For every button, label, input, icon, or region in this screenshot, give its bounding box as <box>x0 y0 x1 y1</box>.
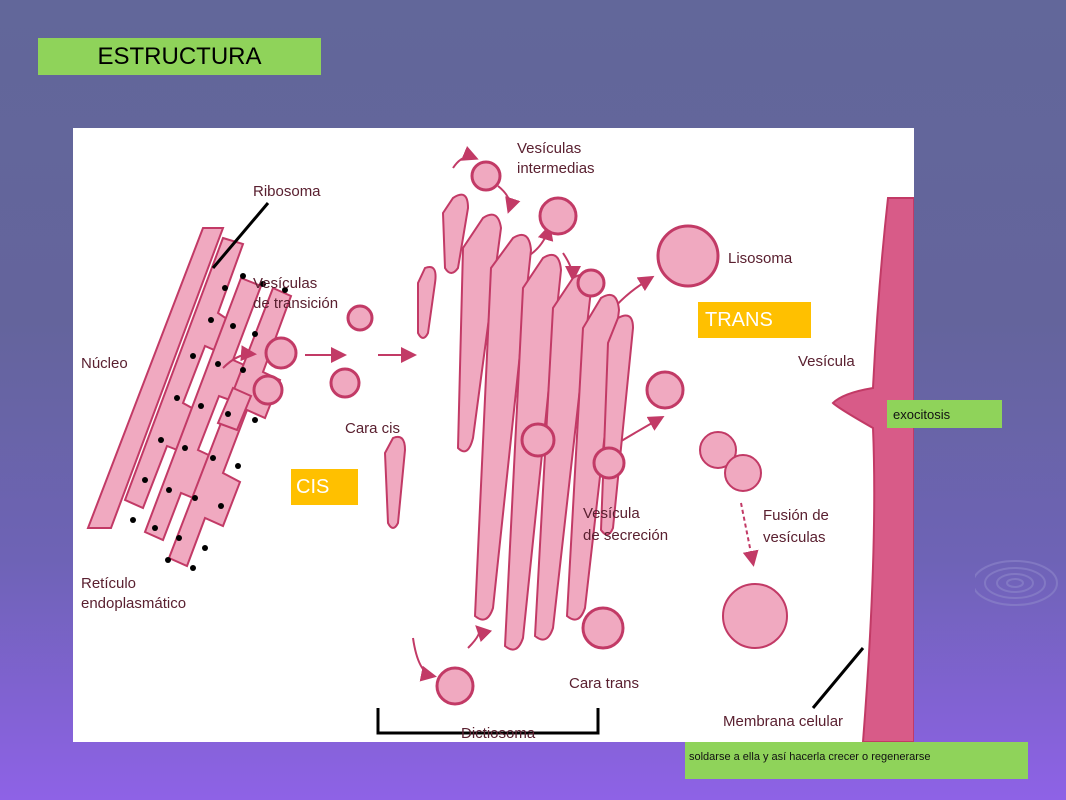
label-reticulo-1: Retículo <box>81 575 136 592</box>
label-vesicula-secrecion-1: Vesícula <box>583 505 640 522</box>
slide-title: ESTRUCTURA <box>38 38 321 75</box>
secretory-vesicle <box>645 370 685 410</box>
label-dictiosoma: Dictiosoma <box>461 725 536 742</box>
label-membrana: Membrana celular <box>723 713 843 730</box>
label-nucleo: Núcleo <box>81 355 128 372</box>
label-vesiculas-intermedias-2: intermedias <box>517 160 595 177</box>
lysosome <box>656 224 720 288</box>
flow-arrows <box>222 146 917 682</box>
note-annotation: soldarse a ella y así hacerla crecer o r… <box>685 742 1028 779</box>
fusion-arrow <box>740 502 759 567</box>
label-vesiculas-intermedias-1: Vesículas <box>517 140 581 157</box>
cell-membrane <box>831 197 915 743</box>
label-cara-cis: Cara cis <box>345 420 400 437</box>
ripple-decoration <box>975 560 1058 606</box>
label-vesiculas-transicion-1: Vesículas <box>253 275 317 292</box>
ribosome-pointer <box>211 202 270 269</box>
label-reticulo-2: endoplasmático <box>81 595 186 612</box>
trans-annotation: TRANS <box>698 302 811 338</box>
golgi-diagram: Ribosoma Vesículas de transición Núcleo … <box>73 128 917 743</box>
label-vesicula-secrecion-2: de secreción <box>583 527 668 544</box>
membrane-pointer <box>811 647 865 709</box>
exocitosis-annotation: exocitosis <box>887 400 1002 428</box>
label-lisosoma: Lisosoma <box>728 250 793 267</box>
fusing-vesicles <box>699 431 788 649</box>
label-vesicula: Vesícula <box>798 353 855 370</box>
dictyosome-cisternae <box>383 193 635 651</box>
cis-annotation: CIS <box>291 469 358 505</box>
label-fusion-2: vesículas <box>763 529 826 546</box>
label-fusion-1: Fusión de <box>763 507 829 524</box>
label-vesiculas-transicion-2: de transición <box>253 295 338 312</box>
intermediate-vesicles <box>435 160 626 706</box>
label-ribosoma: Ribosoma <box>253 183 321 200</box>
label-cara-trans: Cara trans <box>569 675 639 692</box>
dictyosome-bracket <box>376 708 600 735</box>
transition-vesicles <box>252 304 374 406</box>
